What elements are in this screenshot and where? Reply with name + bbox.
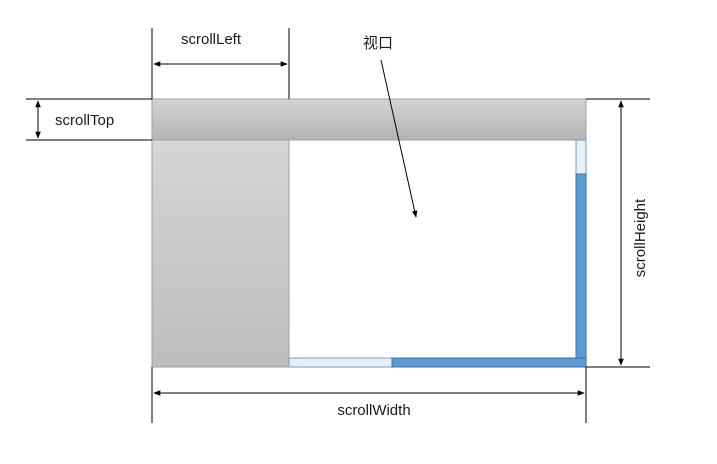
viewport-pointer-arrow <box>380 59 418 218</box>
scroll-height-label: scrollHeight <box>632 198 649 277</box>
vertical-scrollbar-track <box>575 139 587 175</box>
vertical-scrollbar-thumb <box>575 173 587 368</box>
horizontal-scrollbar-track <box>288 357 393 368</box>
viewport-label: 视口 <box>363 35 393 52</box>
scroll-top-label: scrollTop <box>55 112 114 129</box>
horizontal-scrollbar-thumb <box>391 357 587 368</box>
scrolled-left-region <box>151 139 290 368</box>
scroll-left-label: scrollLeft <box>181 31 242 48</box>
viewport-box <box>288 139 587 368</box>
scroll-width-label: scrollWidth <box>337 402 410 419</box>
scrolled-top-region <box>151 98 587 141</box>
